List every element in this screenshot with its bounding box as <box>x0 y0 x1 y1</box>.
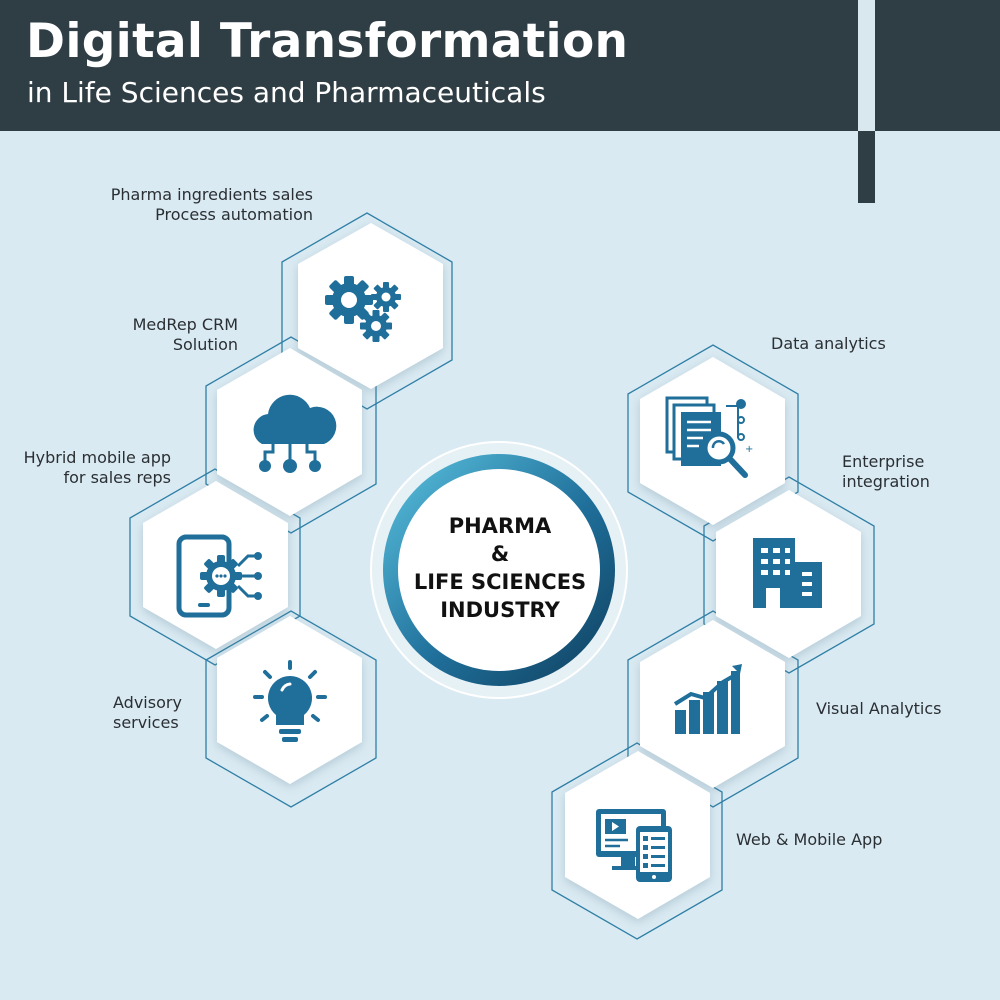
document-search-icon: + <box>665 396 753 478</box>
label-advisory-services: Advisory services <box>113 693 182 733</box>
label-line: Advisory <box>113 693 182 712</box>
page-title: Digital Transformation <box>26 14 629 69</box>
cloud-network-icon <box>253 394 337 473</box>
hex-tile <box>298 223 443 389</box>
outline-hex <box>703 476 875 674</box>
header-corner-block <box>875 0 1000 131</box>
outline-hex <box>627 344 799 542</box>
right-outline-hexagons <box>551 344 875 940</box>
label-line: Process automation <box>155 205 313 224</box>
center-label: PHARMA & LIFE SCIENCES INDUSTRY <box>395 512 605 624</box>
center-line-4: INDUSTRY <box>440 598 560 622</box>
label-web-mobile-app: Web & Mobile App <box>736 830 882 850</box>
label-line: Hybrid mobile app <box>23 448 171 467</box>
center-line-2: & <box>490 542 510 566</box>
label-data-analytics: Data analytics <box>771 334 886 354</box>
page-subtitle: in Life Sciences and Pharmaceuticals <box>27 76 546 109</box>
header-drop-bar <box>858 131 875 203</box>
label-line: Pharma ingredients sales <box>110 185 313 204</box>
label-line: Enterprise <box>842 452 925 471</box>
header-accent-stripe <box>858 0 875 131</box>
label-line: Web & Mobile App <box>736 830 883 849</box>
mobile-gear-icon <box>176 534 262 618</box>
label-line: MedRep CRM <box>132 315 238 334</box>
devices-icon <box>596 809 672 882</box>
label-line: Data analytics <box>771 334 886 353</box>
header-banner: Digital Transformation in Life Sciences … <box>0 0 858 131</box>
outline-hex <box>205 610 377 808</box>
buildings-icon <box>753 538 822 608</box>
label-enterprise-integration: Enterprise integration <box>842 452 930 492</box>
label-line: for sales reps <box>63 468 172 487</box>
center-circle <box>370 441 628 699</box>
label-hybrid-mobile-app: Hybrid mobile app for sales reps <box>24 448 171 488</box>
label-visual-analytics: Visual Analytics <box>816 699 942 719</box>
lightbulb-icon <box>253 660 327 742</box>
center-line-3: LIFE SCIENCES <box>413 570 587 594</box>
label-pharma-ingredients: Pharma ingredients sales Process automat… <box>111 185 313 225</box>
outline-hex <box>205 336 377 534</box>
label-line: services <box>113 713 179 732</box>
center-line-1: PHARMA <box>448 514 552 538</box>
svg-text:+: + <box>745 444 753 455</box>
gears-icon <box>325 276 401 342</box>
label-line: Visual Analytics <box>816 699 942 718</box>
outline-hex <box>551 742 723 940</box>
label-line: Solution <box>172 335 238 354</box>
label-medrep-crm: MedRep CRM Solution <box>133 315 238 355</box>
bar-chart-icon <box>673 664 742 734</box>
label-line: integration <box>842 472 930 491</box>
